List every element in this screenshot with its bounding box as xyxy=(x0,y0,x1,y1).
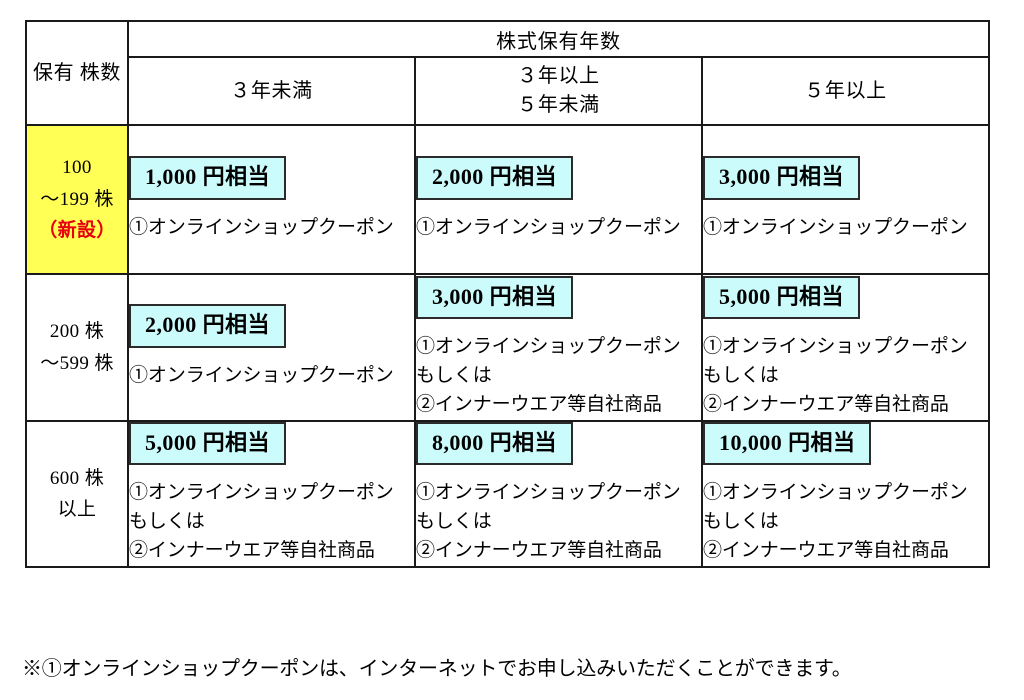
amount-badge: 10,000 円相当 xyxy=(703,422,872,466)
header-shares-held: 保有 株数 xyxy=(25,20,129,126)
shareholder-benefit-table: 保有 株数 株式保有年数 ３年未満 ３年以上 ５年未満 ５年以上 xyxy=(25,20,991,568)
benefit-list: ①オンラインショップクーポン xyxy=(416,214,701,243)
header-column-under-3y: ３年未満 xyxy=(127,56,416,126)
benefit-item: ①オンラインショップクーポン xyxy=(416,482,681,504)
table-row: 100 ～199 株 （新設） 1,000 円相当 ①オンラインショップクーポン… xyxy=(25,124,991,275)
header-row-subcolumns: ３年未満 ３年以上 ５年未満 ５年以上 xyxy=(26,56,991,126)
row-label-100-199: 100 ～199 株 （新設） xyxy=(25,124,129,275)
cell-100-199-over-5y: 3,000 円相当 ①オンラインショップクーポン xyxy=(700,124,991,275)
benefit-item: もしくは xyxy=(416,511,492,533)
table-header: 保有 株数 株式保有年数 ３年未満 ３年以上 ５年未満 ５年以上 xyxy=(25,20,991,126)
table-body: 100 ～199 株 （新設） 1,000 円相当 ①オンラインショップクーポン… xyxy=(25,124,991,568)
benefit-item: ①オンラインショップクーポン xyxy=(416,335,681,357)
cell-200-599-under-3y: 2,000 円相当 ①オンラインショップクーポン xyxy=(127,273,416,422)
header-column-3y-to-5y: ３年以上 ５年未満 xyxy=(414,56,703,126)
header-column-3y-to-5y-line-2: ５年未満 xyxy=(517,94,600,116)
amount-badge: 5,000 円相当 xyxy=(703,275,860,319)
table-row: 200 株 ～599 株 2,000 円相当 ①オンラインショップクーポン 3,… xyxy=(25,273,991,422)
row-label-200-599: 200 株 ～599 株 xyxy=(25,273,129,422)
footnote-text: ※①オンラインショップクーポンは、インターネットでお申し込みいただくことができま… xyxy=(22,658,852,680)
header-column-3y-to-5y-line-1: ３年以上 xyxy=(517,65,600,87)
cell-200-599-3y-to-5y: 3,000 円相当 ①オンラインショップクーポン もしくは ②インナーウエア等自… xyxy=(414,273,703,422)
cell-600-plus-over-5y: 10,000 円相当 ①オンラインショップクーポン もしくは ②インナーウエア等… xyxy=(700,420,991,568)
benefit-item: ②インナーウエア等自社商品 xyxy=(703,393,949,415)
benefit-item: ①オンラインショップクーポン xyxy=(703,482,968,504)
row-label-200-599-line-2: ～599 株 xyxy=(40,352,114,374)
amount-badge: 5,000 円相当 xyxy=(129,422,286,466)
benefit-item: もしくは xyxy=(703,364,779,386)
header-shares-held-line-2: 株数 xyxy=(79,61,121,84)
benefit-list: ①オンラインショップクーポン xyxy=(129,362,414,391)
benefit-item: ②インナーウエア等自社商品 xyxy=(129,539,375,561)
benefit-item: もしくは xyxy=(703,511,779,533)
amount-badge: 2,000 円相当 xyxy=(416,156,573,200)
amount-badge: 1,000 円相当 xyxy=(129,156,286,200)
benefit-list: ①オンラインショップクーポン xyxy=(129,214,414,243)
benefit-list: ①オンラインショップクーポン もしくは ②インナーウエア等自社商品 xyxy=(129,479,414,566)
row-label-600-plus-line-2: 以上 xyxy=(57,498,97,520)
benefit-list: ①オンラインショップクーポン xyxy=(703,214,988,243)
amount-badge: 2,000 円相当 xyxy=(129,304,286,348)
amount-badge: 3,000 円相当 xyxy=(416,275,573,319)
benefit-list: ①オンラインショップクーポン もしくは ②インナーウエア等自社商品 xyxy=(416,333,701,420)
amount-badge: 8,000 円相当 xyxy=(416,422,573,466)
row-label-600-plus-line-1: 600 株 xyxy=(49,467,105,489)
cell-600-plus-under-3y: 5,000 円相当 ①オンラインショップクーポン もしくは ②インナーウエア等自… xyxy=(127,420,416,568)
benefit-item: ①オンラインショップクーポン xyxy=(703,216,968,238)
header-shares-held-line-1: 保有 xyxy=(32,61,75,84)
benefit-item: もしくは xyxy=(416,364,492,386)
amount-badge: 3,000 円相当 xyxy=(703,156,860,200)
benefit-item: ①オンラインショップクーポン xyxy=(416,216,681,238)
header-column-over-5y: ５年以上 xyxy=(700,56,991,126)
row-label-100-199-line-2: ～199 株 xyxy=(40,188,114,210)
benefit-list: ①オンラインショップクーポン もしくは ②インナーウエア等自社商品 xyxy=(416,479,701,566)
benefit-list: ①オンラインショップクーポン もしくは ②インナーウエア等自社商品 xyxy=(703,479,988,566)
cell-100-199-3y-to-5y: 2,000 円相当 ①オンラインショップクーポン xyxy=(414,124,703,275)
benefit-item: もしくは xyxy=(129,511,205,533)
benefit-item: ①オンラインショップクーポン xyxy=(129,216,394,238)
benefit-item: ①オンラインショップクーポン xyxy=(703,335,968,357)
header-row-group: 保有 株数 株式保有年数 xyxy=(25,20,991,126)
row-label-200-599-line-1: 200 株 xyxy=(49,321,105,343)
header-column-under-3y-line-1: ３年未満 xyxy=(230,79,313,102)
row-label-100-199-line-1: 100 xyxy=(62,157,92,179)
header-holding-years-group: 株式保有年数 xyxy=(126,20,991,58)
cell-100-199-under-3y: 1,000 円相当 ①オンラインショップクーポン xyxy=(127,124,416,275)
table-row: 600 株 以上 5,000 円相当 ①オンラインショップクーポン もしくは ②… xyxy=(25,420,991,568)
benefit-item: ①オンラインショップクーポン xyxy=(129,364,394,386)
header-column-over-5y-line-1: ５年以上 xyxy=(804,79,887,102)
benefit-item: ②インナーウエア等自社商品 xyxy=(416,393,662,415)
benefit-item: ②インナーウエア等自社商品 xyxy=(416,539,662,561)
benefit-item: ②インナーウエア等自社商品 xyxy=(703,539,949,561)
benefit-item: ①オンラインショップクーポン xyxy=(129,482,394,504)
row-label-600-plus: 600 株 以上 xyxy=(25,420,129,568)
row-label-100-199-new-badge: （新設） xyxy=(38,220,116,242)
cell-200-599-over-5y: 5,000 円相当 ①オンラインショップクーポン もしくは ②インナーウエア等自… xyxy=(700,273,991,422)
cell-600-plus-3y-to-5y: 8,000 円相当 ①オンラインショップクーポン もしくは ②インナーウエア等自… xyxy=(414,420,703,568)
benefit-list: ①オンラインショップクーポン もしくは ②インナーウエア等自社商品 xyxy=(703,333,988,420)
